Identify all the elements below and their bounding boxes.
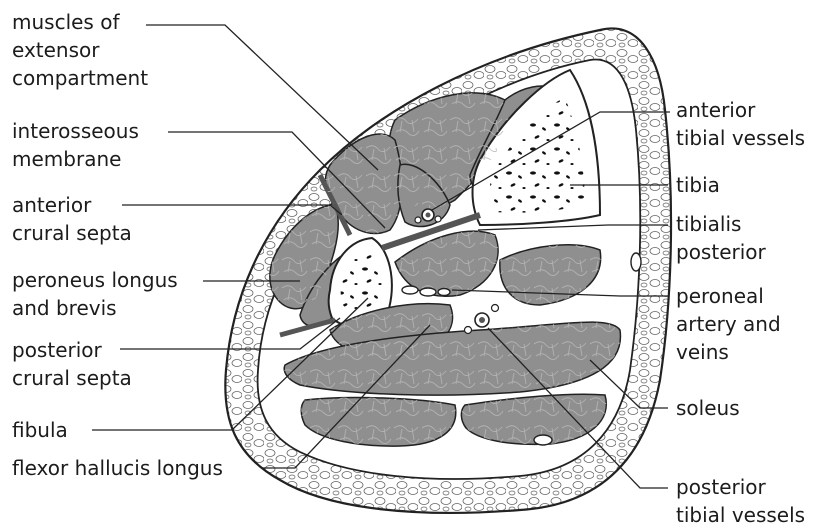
label-line: tibial vessels xyxy=(676,124,805,152)
label-line: tibial vessels xyxy=(676,501,805,529)
label-peroneal-artery-veins: peroneal artery and veins xyxy=(676,282,781,366)
label-line: peroneal xyxy=(676,282,781,310)
label-line: anterior xyxy=(676,96,805,124)
label-fibula: fibula xyxy=(12,416,68,444)
label-line: membrane xyxy=(12,145,139,173)
label-line: tibialis xyxy=(676,210,766,238)
label-line: flexor hallucis longus xyxy=(12,454,223,482)
label-line: fibula xyxy=(12,416,68,444)
label-line: compartment xyxy=(12,64,148,92)
label-line: peroneus longus xyxy=(12,266,178,294)
label-flexor-hallucis-longus: flexor hallucis longus xyxy=(12,454,223,482)
label-line: soleus xyxy=(676,394,740,422)
label-muscles-extensor: muscles of extensor compartment xyxy=(12,8,148,92)
label-tibia: tibia xyxy=(676,171,720,199)
label-line: crural septa xyxy=(12,219,132,247)
label-line: extensor xyxy=(12,36,148,64)
label-posterior-tibial-vessels: posterior tibial vessels xyxy=(676,473,805,529)
label-line: and brevis xyxy=(12,294,178,322)
label-line: posterior xyxy=(676,473,805,501)
label-anterior-crural-septa: anterior crural septa xyxy=(12,191,132,247)
label-tibialis-posterior: tibialis posterior xyxy=(676,210,766,266)
label-line: muscles of xyxy=(12,8,148,36)
label-anterior-tibial-vessels: anterior tibial vessels xyxy=(676,96,805,152)
label-line: anterior xyxy=(12,191,132,219)
label-line: crural septa xyxy=(12,364,132,392)
label-soleus: soleus xyxy=(676,394,740,422)
label-posterior-crural-septa: posterior crural septa xyxy=(12,336,132,392)
label-interosseous-membrane: interosseous membrane xyxy=(12,117,139,173)
label-line: posterior xyxy=(12,336,132,364)
label-line: posterior xyxy=(676,238,766,266)
label-line: interosseous xyxy=(12,117,139,145)
label-line: artery and xyxy=(676,310,781,338)
label-line: veins xyxy=(676,338,781,366)
label-peroneus: peroneus longus and brevis xyxy=(12,266,178,322)
label-line: tibia xyxy=(676,171,720,199)
